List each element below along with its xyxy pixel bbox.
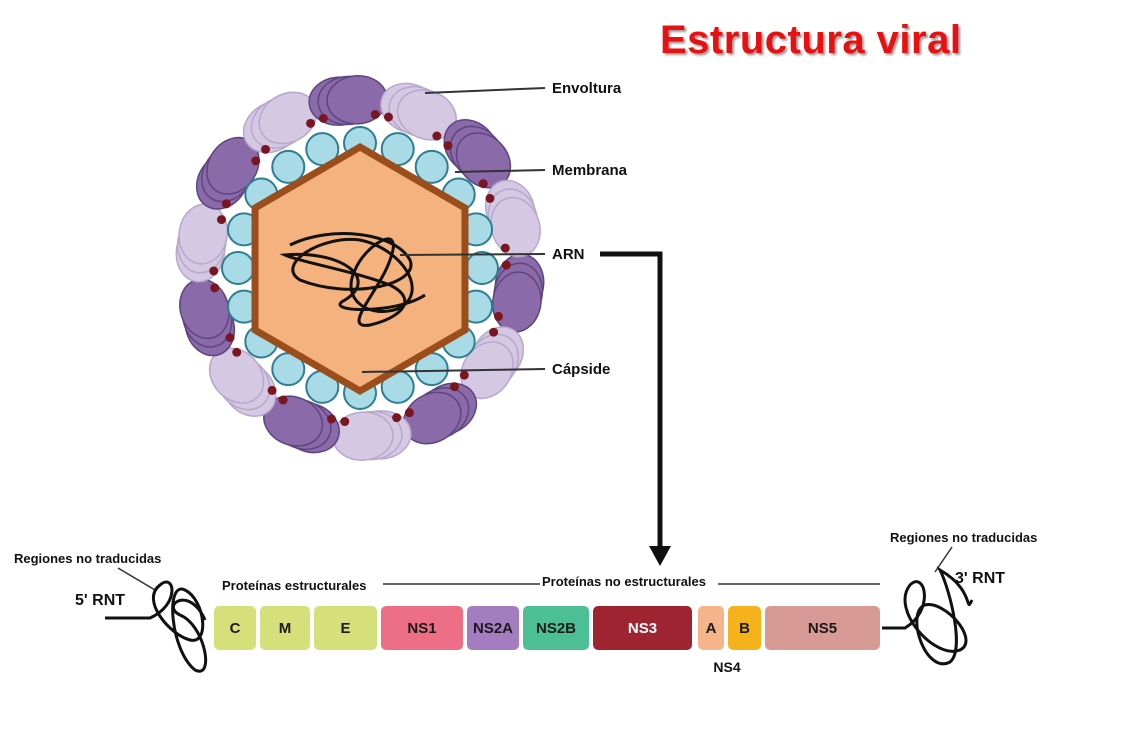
virion-leaders: [361, 87, 546, 373]
genome-segment-label: M: [279, 620, 292, 637]
genome-segment-c: C: [212, 604, 258, 652]
virion: [175, 75, 545, 461]
genome-segment-ns3: NS3: [591, 604, 694, 652]
genome-segments: C M E NS1 NS2A NS2B NS3 A B NS5: [212, 604, 882, 652]
capsid: [251, 142, 469, 396]
genome-segment-b: B: [726, 604, 763, 652]
utr-left-caption: Regiones no traducidas: [14, 551, 161, 566]
genome-segment-ns2b: NS2B: [521, 604, 591, 652]
label-capside: Cápside: [552, 361, 610, 378]
nonstructural-caption: Proteínas no estructurales: [542, 574, 706, 589]
genome-segment-label: B: [739, 620, 750, 637]
envelope-protein: [263, 395, 340, 454]
utr-right-caption: Regiones no traducidas: [890, 530, 1037, 545]
label-envoltura: Envoltura: [552, 80, 622, 97]
genome-segment-ns2a: NS2A: [465, 604, 521, 652]
envelope-protein: [402, 382, 478, 445]
genome-segment-label: E: [340, 620, 350, 637]
genome-segment-ns1: NS1: [379, 604, 465, 652]
genome-segment-m: M: [258, 604, 312, 652]
envelope-protein: [491, 253, 545, 333]
genome-segment-label: A: [706, 620, 717, 637]
membrane-protein: [465, 251, 499, 285]
genome-segment-ns5: NS5: [763, 604, 882, 652]
genome-segment-e: E: [312, 604, 379, 652]
genome-segment-label: NS1: [407, 620, 436, 637]
envelope-protein: [484, 179, 541, 258]
five-prime-label: 5' RNT: [75, 592, 125, 609]
label-membrana: Membrana: [552, 162, 628, 179]
three-prime-label: 3' RNT: [955, 570, 1005, 587]
ns4-label: NS4: [713, 659, 740, 675]
envelope-protein: [380, 82, 457, 141]
genome-segment-a: A: [696, 604, 726, 652]
page-title: Estructura viral: [660, 18, 962, 62]
genome-segment-label: NS5: [808, 620, 837, 637]
envelope-protein: [195, 136, 261, 210]
genome-segment-label: NS2A: [473, 620, 513, 637]
genome-segment-label: NS2B: [536, 620, 576, 637]
membrane-protein: [414, 149, 449, 184]
rna-to-genome-arrow: [600, 251, 671, 566]
genome-segment-label: NS3: [628, 620, 657, 637]
envelope-protein: [308, 75, 388, 126]
envelope-protein: [179, 278, 236, 357]
utr-right-squiggle: [880, 566, 974, 666]
envelope-protein: [208, 347, 277, 417]
envelope-protein: [443, 119, 512, 189]
label-arn: ARN: [552, 246, 585, 263]
genome-segment-label: C: [230, 620, 241, 637]
rna-strand: [279, 232, 426, 327]
envelope-protein: [242, 91, 318, 154]
membrane-protein: [221, 251, 255, 285]
envelope-protein: [332, 410, 412, 461]
utr-left-squiggle: [105, 580, 208, 673]
envelope-proteins: [175, 75, 545, 461]
structural-caption: Proteínas estructurales: [222, 578, 367, 593]
membrane-protein: [271, 149, 306, 184]
genome-map: Regiones no traducidas 5' RNT Regiones n…: [14, 530, 1037, 675]
envelope-protein: [175, 203, 229, 283]
